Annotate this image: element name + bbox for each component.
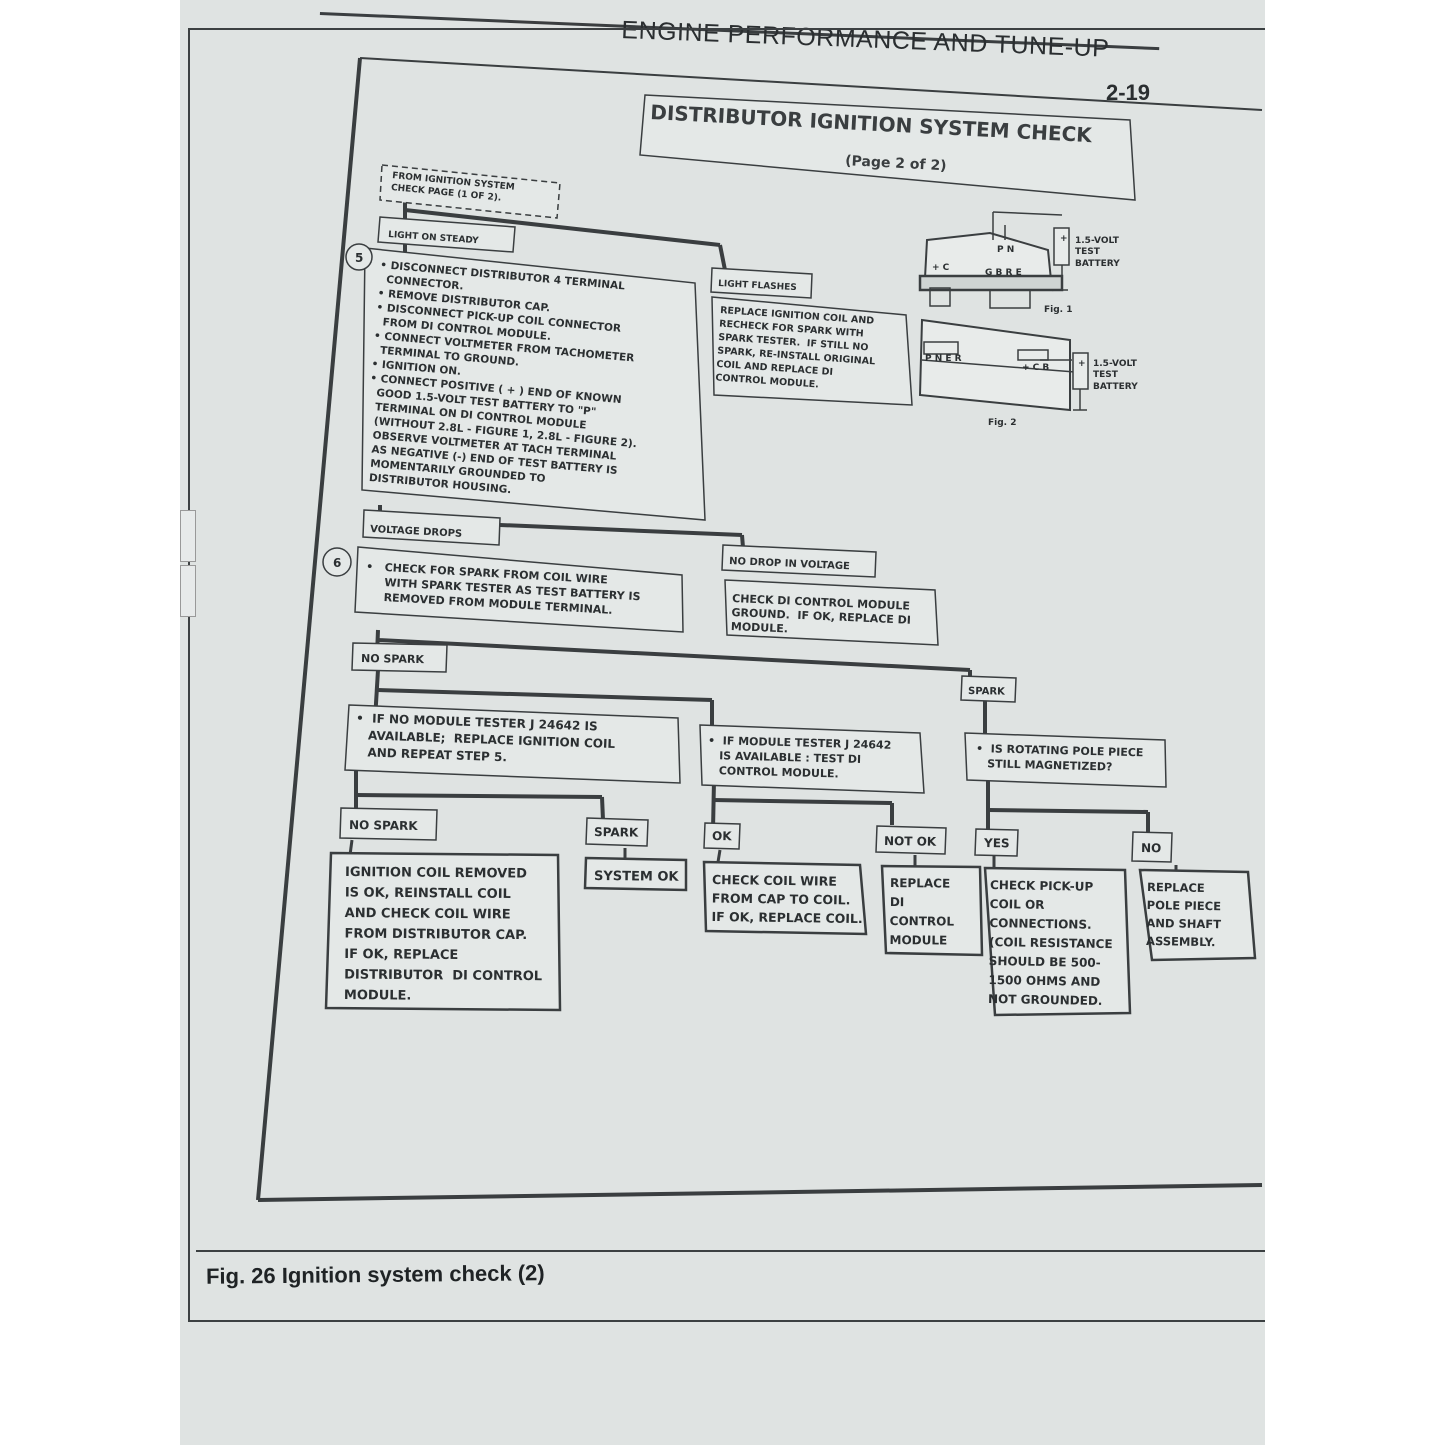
box-line: CHECK COIL WIRE (712, 872, 837, 889)
box-line: FROM CAP TO COIL. (712, 890, 851, 907)
fig2-terminals-left: P N E R (925, 354, 962, 364)
tester-box: • IF MODULE TESTER J 24642 IS AVAILABLE … (707, 734, 892, 780)
box-line: FROM DISTRIBUTOR CAP. (344, 926, 527, 943)
box-line: • IS ROTATING POLE PIECE (976, 742, 1144, 759)
label-no: NO (1141, 841, 1161, 855)
fig1-terminals-bottom: G B R E (985, 268, 1022, 278)
box-line: CHECK PICK-UP (990, 878, 1094, 894)
box-line: IF OK, REPLACE (344, 947, 458, 963)
label-no-drop: NO DROP IN VOLTAGE (729, 556, 850, 572)
fig1-battery-label: 1.5-VOLT (1075, 236, 1120, 246)
caption-rule (196, 1250, 1265, 1252)
box-line: • IF MODULE TESTER J 24642 (708, 734, 892, 752)
battery-plus-icon: + (1078, 359, 1086, 369)
label-no-spark: NO SPARK (349, 818, 418, 833)
box-line: CONTROL MODULE. (707, 764, 839, 780)
box-line: CONTROL (890, 914, 955, 929)
box-line: NOT GROUNDED. (988, 992, 1103, 1008)
step5-box: • DISCONNECT DISTRIBUTOR 4 TERMINAL CONN… (361, 259, 637, 496)
box-line: (COIL RESISTANCE (989, 935, 1113, 951)
label-yes: YES (983, 836, 1010, 850)
box-line: COIL OR (990, 897, 1045, 912)
diagram-subtitle: (Page 2 of 2) (845, 153, 947, 174)
box-line: AND REPEAT STEP 5. (355, 745, 507, 764)
box-line: DI (890, 895, 905, 909)
fig2-battery-label: BATTERY (1093, 382, 1138, 392)
box-line: IS OK, REINSTALL COIL (345, 885, 511, 901)
replace-pole-box: REPLACE POLE PIECE AND SHAFT ASSEMBLY. (1146, 880, 1222, 949)
label-voltage-drops: VOLTAGE DROPS (370, 524, 463, 540)
box-line: IS AVAILABLE : TEST DI (708, 749, 862, 766)
label-no-spark: NO SPARK (361, 652, 425, 666)
box-line: IF OK, REPLACE COIL. (711, 909, 862, 926)
coil-removed-box: IGNITION COIL REMOVED IS OK, REINSTALL CO… (344, 865, 542, 1004)
fig2-battery-label: 1.5-VOLT (1093, 359, 1138, 369)
label-not-ok: NOT OK (884, 834, 937, 849)
fig1-terminals-top: P N (997, 245, 1014, 255)
battery-plus-icon: + (1060, 234, 1068, 244)
box-line: STILL MAGNETIZED? (976, 757, 1113, 774)
box-line: IGNITION COIL REMOVED (345, 865, 527, 882)
step-number-6: 6 (333, 556, 341, 570)
box-line: AND CHECK COIL WIRE (345, 906, 511, 922)
label-spark: SPARK (594, 825, 639, 840)
box-line: MODULE (889, 933, 947, 948)
box-line: MODULE. (731, 620, 789, 635)
fig2-plus-cb: + C B (1022, 363, 1049, 373)
box-line: POLE PIECE (1147, 898, 1222, 913)
box-line: ASSEMBLY. (1146, 934, 1216, 949)
label-ok: OK (712, 829, 732, 843)
page-edge-tab (180, 565, 196, 617)
box-line: SYSTEM OK (594, 869, 680, 885)
page-edge-tab (180, 510, 196, 562)
box-line: REPLACE (1147, 880, 1205, 895)
box-line: MODULE. (344, 988, 412, 1004)
system-ok-box: SYSTEM OK (594, 869, 680, 885)
box-line: 1500 OHMS AND (988, 973, 1100, 989)
box-line: AND SHAFT (1146, 916, 1221, 931)
fig2-battery-label: TEST (1093, 370, 1119, 380)
fig1-label: Fig. 1 (1044, 305, 1073, 315)
step-number-5: 5 (355, 251, 363, 265)
label-spark: SPARK (968, 686, 1006, 698)
pole-question-box: • IS ROTATING POLE PIECE STILL MAGNETIZE… (976, 742, 1144, 774)
check-pickup-box: CHECK PICK-UP COIL OR CONNECTIONS. (COIL RE… (988, 878, 1113, 1008)
replace-module-box: REPLACE DI CONTROL MODULE (889, 876, 954, 948)
fig2-label: Fig. 2 (988, 418, 1017, 428)
fig1-battery-label: BATTERY (1075, 259, 1120, 269)
box-line: REPLACE (890, 876, 950, 891)
label-light-flashes: LIGHT FLASHES (718, 279, 797, 293)
fig1-plus-c: + C (932, 263, 950, 273)
box-line: SHOULD BE 500- (989, 954, 1101, 970)
box-line: DISTRIBUTOR DI CONTROL (344, 967, 542, 984)
figure-frame (188, 28, 1265, 1322)
fig1-battery-label: TEST (1075, 247, 1101, 257)
box-line: CONNECTIONS. (989, 916, 1091, 932)
